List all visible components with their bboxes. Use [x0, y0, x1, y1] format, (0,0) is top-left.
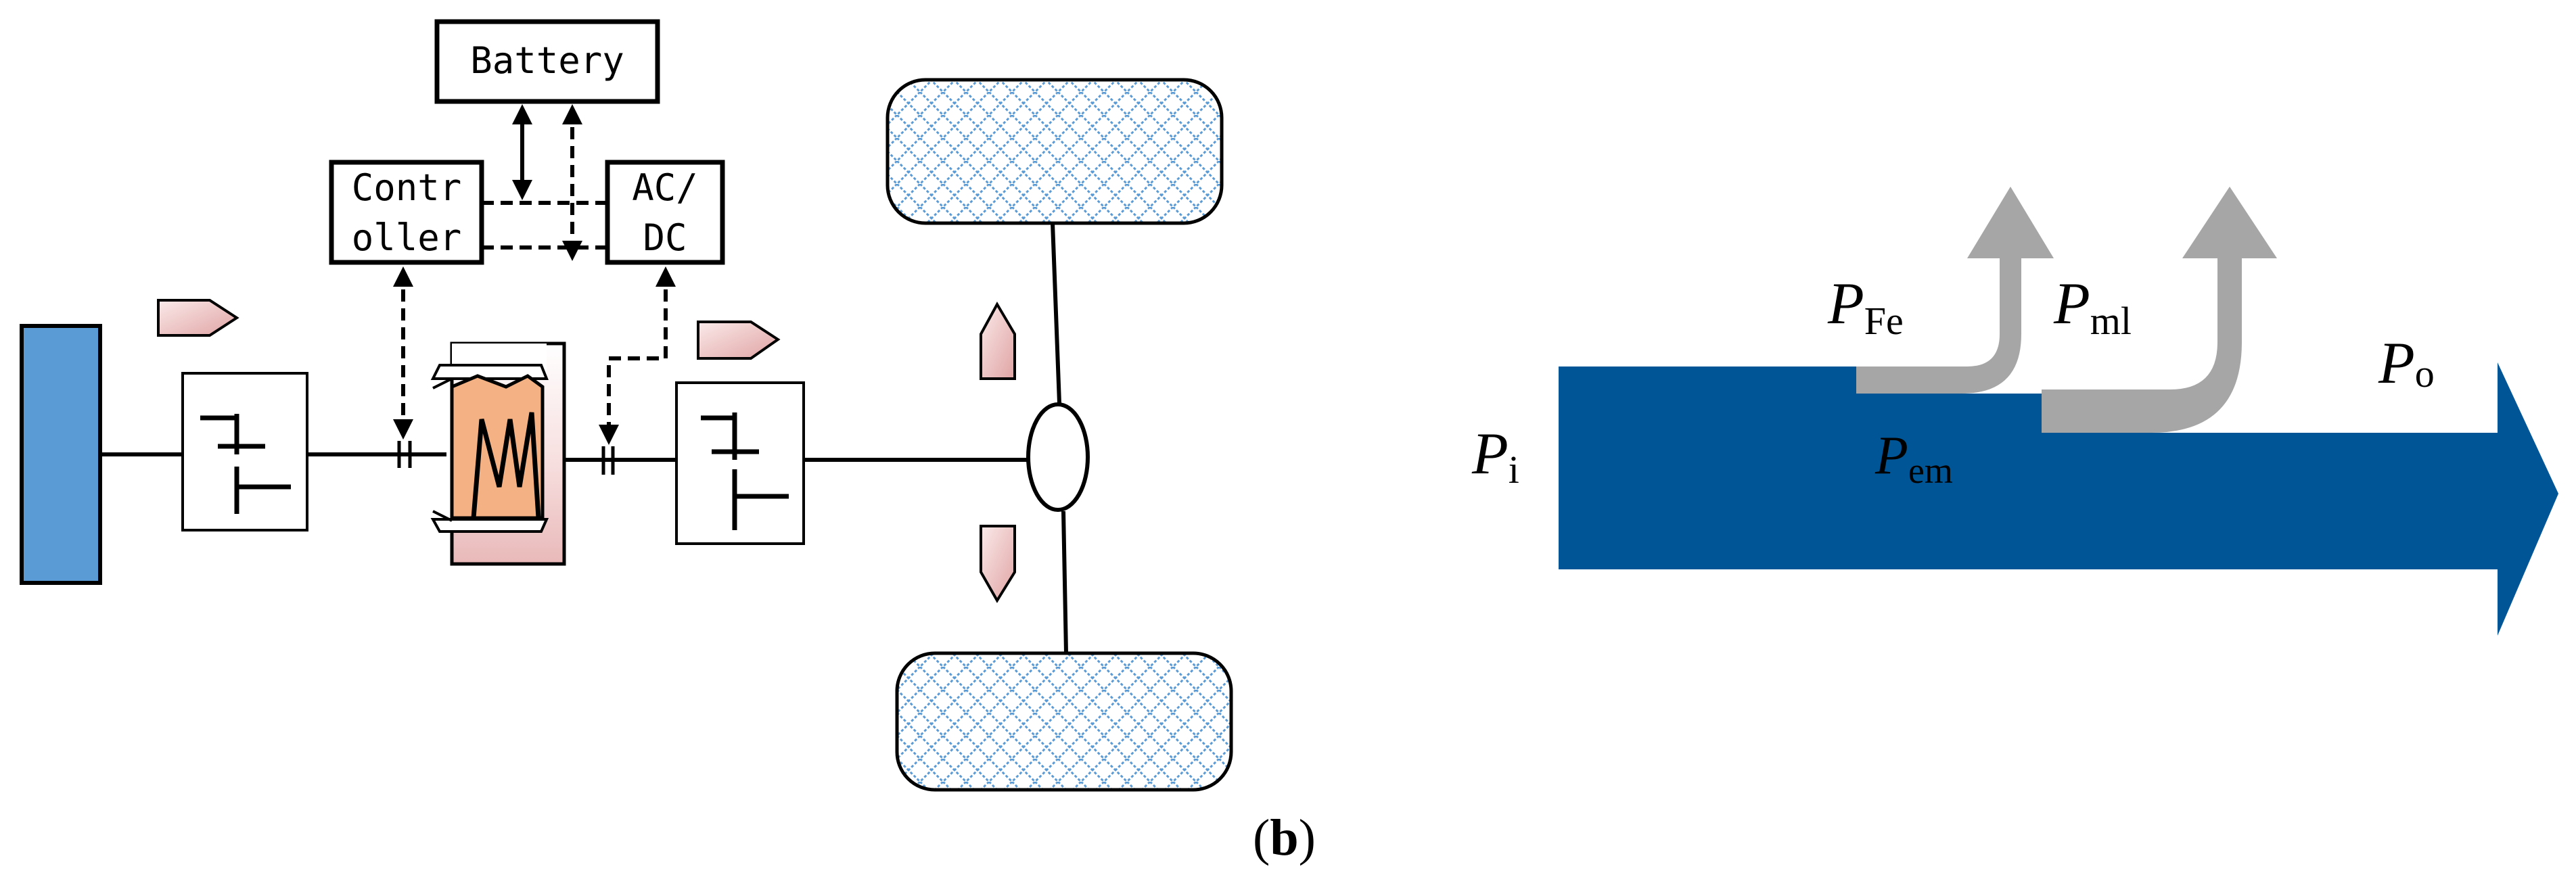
direction-marker-up	[980, 301, 1016, 380]
svg-text:(b): (b)	[1253, 809, 1316, 866]
direction-marker-down	[980, 525, 1016, 603]
controller-box: Contr oller	[329, 160, 484, 265]
electric-motor	[430, 341, 566, 566]
controller-label-line1: Contr	[352, 166, 462, 209]
battery-box: Battery	[434, 19, 660, 104]
clutch-2	[601, 446, 615, 475]
direction-marker-2	[697, 321, 781, 360]
acdc-label-line2: DC	[643, 216, 687, 259]
input-power-label: Pi	[1471, 421, 1519, 492]
main-power-arrow	[1559, 362, 2558, 636]
power-flow-diagram: Pi Pem PFe Pml Po	[1471, 187, 2558, 636]
em-power-label: Pem	[1874, 426, 1953, 491]
caption-open: (	[1253, 809, 1270, 866]
output-power-label: Po	[2378, 331, 2435, 396]
acdc-label-line1: AC/	[632, 166, 698, 209]
axle	[1051, 222, 1068, 654]
mech-loss-arrow	[2042, 187, 2277, 433]
controller-label-line2: oller	[352, 216, 462, 259]
figure-caption: (b)	[1253, 809, 1316, 866]
front-wheel	[886, 78, 1224, 225]
rear-wheel	[895, 651, 1233, 792]
engine-block	[20, 324, 102, 585]
caption-close: )	[1299, 809, 1316, 866]
clutch-1	[397, 441, 412, 468]
drive-shaft	[100, 452, 1028, 462]
mech-loss-label: Pml	[2053, 271, 2132, 343]
battery-label: Battery	[470, 39, 624, 82]
gearbox-1	[181, 372, 308, 531]
differential	[1026, 402, 1090, 512]
caption-letter: b	[1270, 809, 1298, 866]
battery-links	[482, 104, 607, 261]
powertrain-diagram: Battery Contr oller AC/ DC	[20, 19, 1233, 792]
direction-marker-1	[157, 299, 239, 337]
acdc-converter-box: AC/ DC	[605, 160, 725, 265]
iron-loss-arrow	[1856, 187, 2054, 394]
gearbox-2	[675, 381, 805, 545]
iron-loss-label: PFe	[1827, 271, 1904, 343]
control-links	[393, 266, 676, 445]
